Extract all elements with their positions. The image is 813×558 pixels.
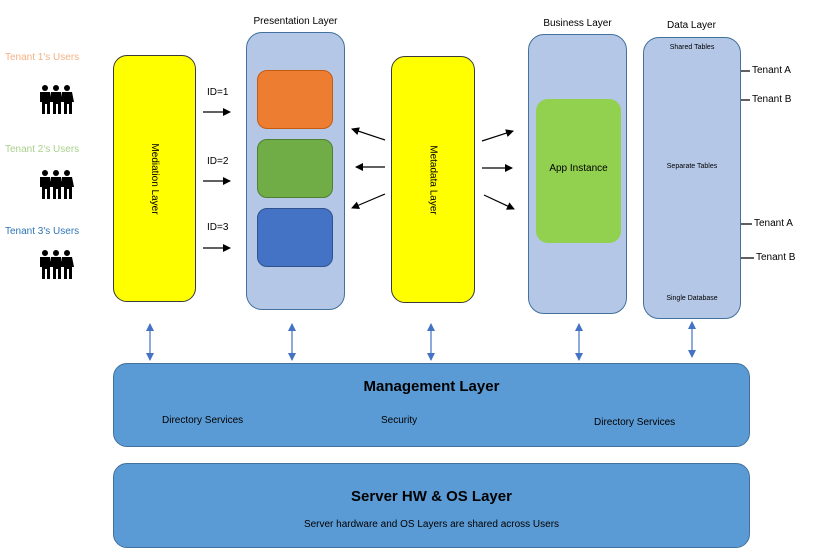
separate-tenant-a-label: Tenant A bbox=[754, 218, 793, 229]
route-id-3: ID=3 bbox=[207, 222, 229, 233]
single-database-label: Single Database bbox=[666, 295, 718, 302]
tenant-3-users-person-icon bbox=[40, 250, 52, 279]
server-layer-subtitle: Server hardware and OS Layers are shared… bbox=[303, 519, 560, 530]
tenant-1-users-person-icon bbox=[40, 85, 52, 114]
tenant-2-label: Tenant 2's Users bbox=[5, 144, 80, 155]
tenant-1-users-person-icon bbox=[51, 85, 63, 114]
server-layer-title: Server HW & OS Layer bbox=[351, 488, 512, 505]
tenant-2-users-person-icon bbox=[51, 170, 63, 199]
management-item-directory-services-1: Directory Services bbox=[162, 415, 244, 426]
shared-tenant-a-label: Tenant A bbox=[752, 65, 791, 76]
management-layer-title: Management Layer bbox=[363, 378, 500, 395]
management-item-directory-services-2: Directory Services bbox=[594, 417, 676, 428]
presentation-layer bbox=[246, 32, 345, 310]
tenant-2-presentation-block bbox=[257, 139, 333, 198]
tenant-3-label: Tenant 3's Users bbox=[5, 226, 80, 237]
metadata-layer: Metadata Layer bbox=[391, 56, 475, 303]
separate-tenant-b-label: Tenant B bbox=[756, 252, 796, 263]
tenant-2-users-person-icon bbox=[40, 170, 52, 199]
route-id-1: ID=1 bbox=[207, 87, 229, 98]
data-layer-title: Data Layer bbox=[667, 20, 716, 31]
tenant-1-users-person-icon bbox=[62, 85, 74, 114]
business-layer: App Instance bbox=[528, 34, 627, 314]
shared-tenant-b-label: Tenant B bbox=[752, 94, 792, 105]
tenant-1-label: Tenant 1's Users bbox=[5, 52, 80, 63]
presentation-layer-title: Presentation Layer bbox=[253, 16, 338, 27]
management-layer: Management Layer Directory Services Secu… bbox=[113, 363, 750, 447]
separate-tables-label: Separate Tables bbox=[666, 163, 718, 170]
tenant-3-users-person-icon bbox=[62, 250, 74, 279]
mediation-layer: Mediation Layer bbox=[113, 55, 196, 302]
metadata-to-business-arrow-1 bbox=[481, 129, 514, 142]
mediation-layer-label: Mediation Layer bbox=[149, 142, 160, 215]
data-layer: Shared Tables Separate Tables Single Dat… bbox=[643, 37, 741, 319]
tenant-3-users-person-icon bbox=[51, 250, 63, 279]
business-layer-title: Business Layer bbox=[543, 18, 612, 29]
metadata-to-business-arrow-3 bbox=[483, 194, 515, 210]
tenant-3-presentation-block bbox=[257, 208, 333, 267]
metadata-layer-label: Metadata Layer bbox=[427, 144, 439, 215]
route-id-2: ID=2 bbox=[207, 156, 229, 167]
app-instance: App Instance bbox=[536, 99, 621, 243]
tenant-1-presentation-block bbox=[257, 70, 333, 129]
app-instance-label: App Instance bbox=[549, 163, 608, 174]
management-item-security: Security bbox=[381, 415, 418, 426]
tenant-2-users-person-icon bbox=[62, 170, 74, 199]
metadata-to-presentation-arrow-1 bbox=[351, 127, 386, 141]
metadata-to-presentation-arrow-3 bbox=[351, 193, 386, 209]
shared-tables-label: Shared Tables bbox=[669, 44, 715, 51]
server-hw-os-layer: Server HW & OS Layer Server hardware and… bbox=[113, 463, 750, 548]
